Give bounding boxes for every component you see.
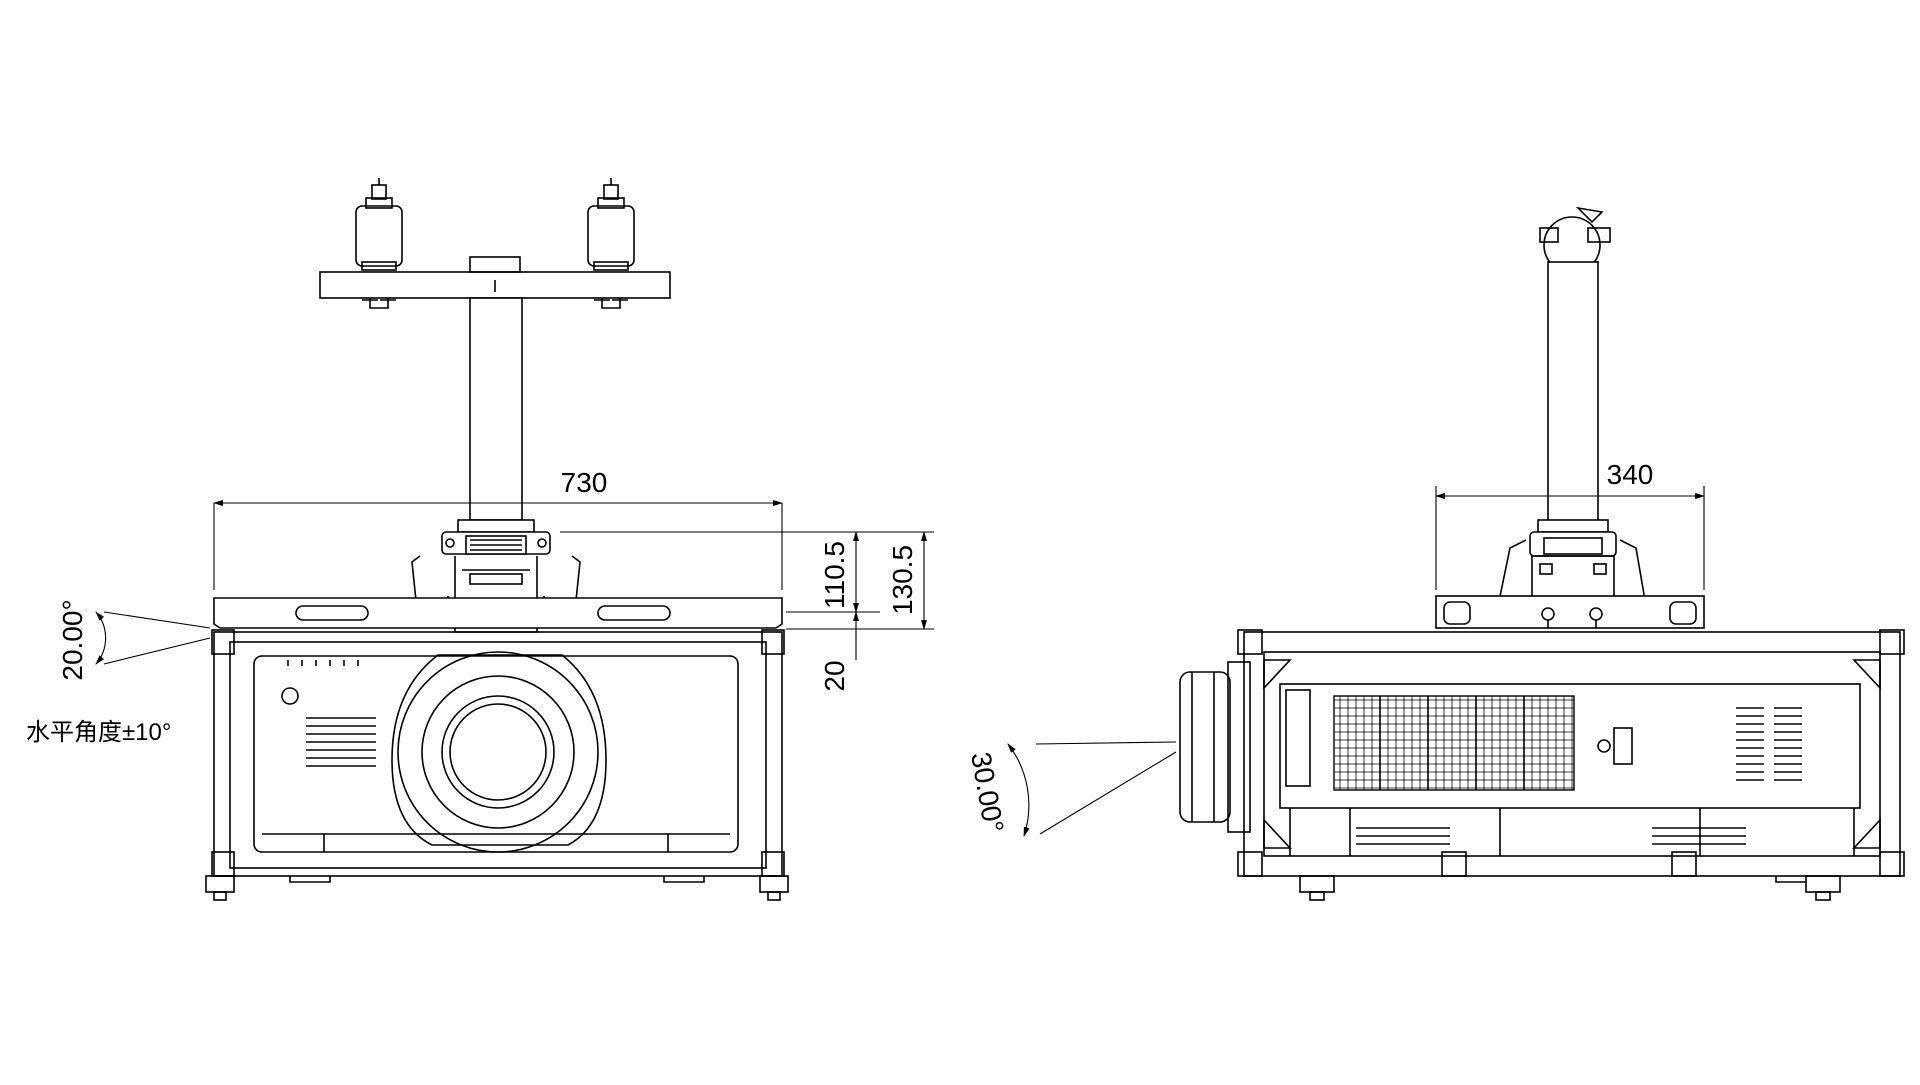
angle-30-degrees: 30.00° <box>965 750 1010 835</box>
front-pole <box>469 297 523 521</box>
front-view: 730 110.5 130.5 20 20.00° 水平角度±10° <box>26 178 934 901</box>
dim-width-730: 730 <box>561 467 608 498</box>
right-truss-clamp <box>587 178 635 309</box>
tilt-note: 水平角度±10° <box>26 719 171 746</box>
side-mount-bracket <box>1497 519 1647 607</box>
angle-20-degrees: 20.00° <box>57 599 88 680</box>
side-dimensions: 340 30.00° <box>965 459 1705 837</box>
side-pole <box>1547 261 1599 525</box>
dim-offset-20: 20 <box>819 660 850 691</box>
side-mounting-plate <box>1435 595 1705 629</box>
dim-height-110-5: 110.5 <box>819 541 850 609</box>
side-projector-body <box>1179 629 1905 901</box>
side-corner-blocks <box>1237 629 1905 877</box>
side-truss-clamp <box>1539 206 1611 274</box>
dim-height-130-5: 130.5 <box>887 545 918 615</box>
side-dim-width-340: 340 <box>1607 459 1654 490</box>
side-view: 340 30.00° <box>965 206 1905 901</box>
front-mounting-plate <box>213 597 783 629</box>
front-dimensions: 730 110.5 130.5 20 20.00° 水平角度±10° <box>26 467 934 746</box>
front-projector-body <box>205 629 789 901</box>
